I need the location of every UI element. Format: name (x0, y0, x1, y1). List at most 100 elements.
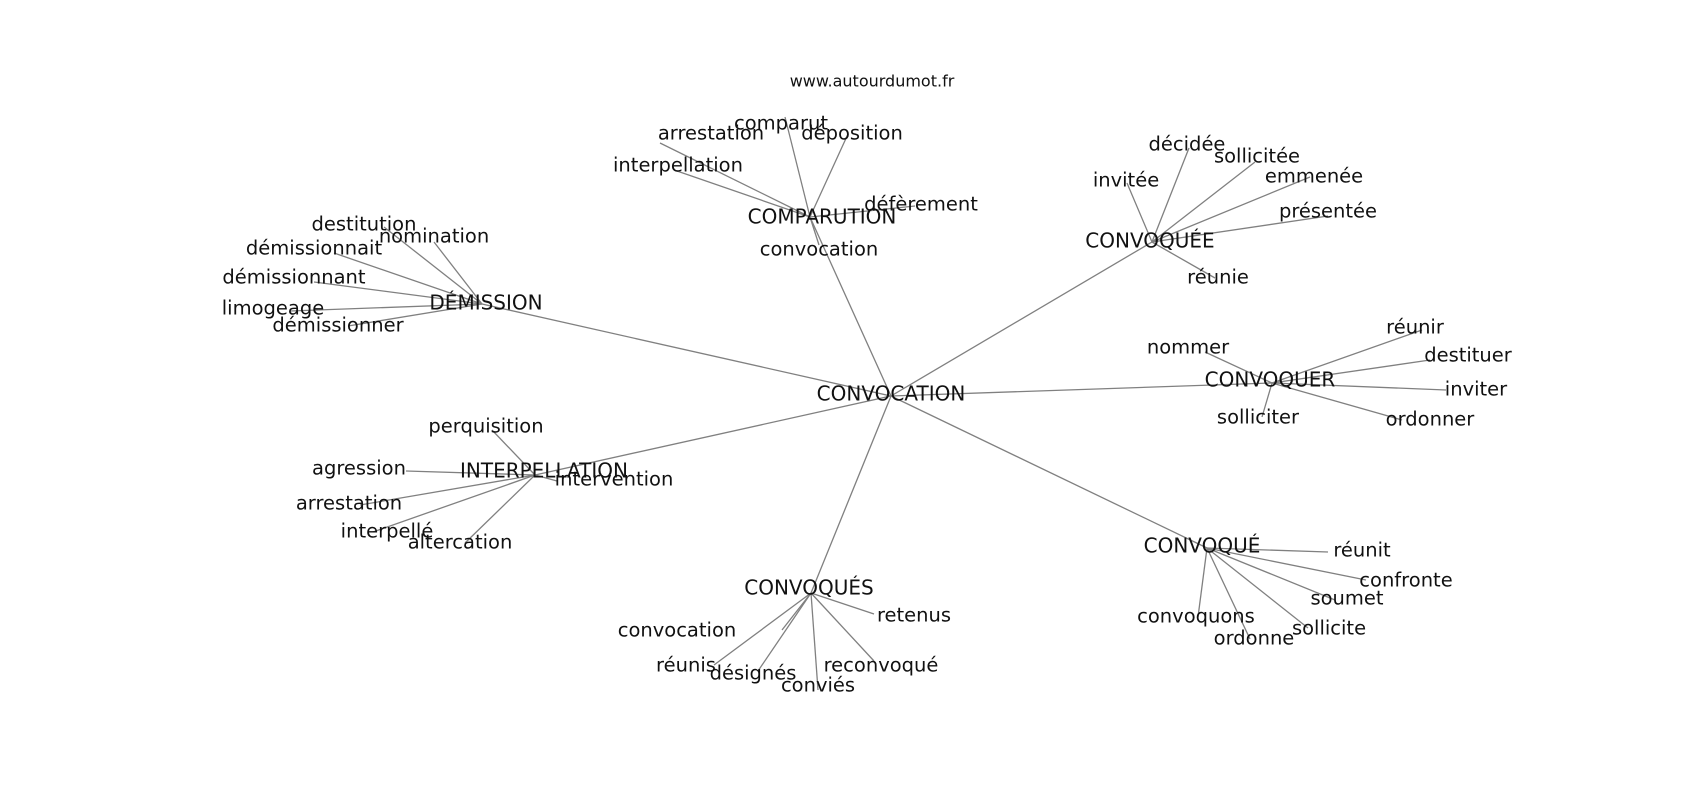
leaf-node-label-retenus: retenus (877, 604, 951, 627)
leaf-node-label-comparut: comparut (734, 112, 828, 135)
leaf-node-label-agression: agression (312, 457, 406, 480)
leaf-node-label-emmenee: emmenée (1265, 165, 1363, 188)
center-node-label: CONVOCATION (817, 382, 966, 406)
leaf-node-label-reunis: réunis (656, 654, 716, 677)
edge-convoquee-presentee (1151, 215, 1329, 243)
leaf-node-label-convoquons: convoquons (1137, 605, 1255, 628)
edge-convoquee-invitee (1126, 182, 1153, 243)
leaf-node-label-soumet: soumet (1310, 587, 1383, 610)
leaf-node-label-ordonner: ordonner (1386, 408, 1476, 431)
graph-edges (289, 116, 1447, 691)
leaf-node-label-nommer: nommer (1147, 336, 1230, 359)
leaf-node-label-solliciter: solliciter (1217, 406, 1300, 429)
edge-demission-destitution (383, 226, 483, 305)
edge-center-convoquer (890, 382, 1273, 397)
leaf-node-label-deposition: déposition (801, 122, 903, 145)
hub-node-label-convoques: CONVOQUÉS (744, 576, 873, 600)
leaf-node-label-limogeage: limogeage (222, 297, 324, 320)
leaf-node-label-invitee: invitée (1093, 169, 1159, 192)
leaf-node-label-decidee: décidée (1149, 133, 1226, 156)
leaf-node-label-intervention: intervention (555, 468, 674, 491)
leaf-node-label-perquisition: perquisition (428, 415, 543, 438)
site-label: www.autourdumot.fr (790, 72, 955, 91)
edge-comparution-deposition (809, 133, 849, 218)
leaf-node-label-reunit: réunit (1333, 539, 1391, 562)
edge-convoques-retenus (810, 592, 875, 615)
edge-center-demission (481, 303, 892, 397)
leaf-node-label-sollicite: sollicite (1292, 617, 1366, 640)
edge-convoquee-reunie (1151, 241, 1216, 279)
edge-comparution-arrestation (659, 142, 811, 218)
hub-node-label-demission: DÉMISSION (429, 291, 542, 315)
edge-convoquee-decidee (1151, 147, 1190, 243)
edge-interpellation-arrestation (359, 474, 536, 506)
edge-demission-demissionnait (333, 252, 483, 305)
leaf-node-label-inviter: inviter (1445, 378, 1508, 401)
leaf-node-label-convocation: convocation (618, 619, 737, 642)
edge-convoque-confronte (1206, 547, 1367, 581)
hub-node-label-convoquee: CONVOQUÉE (1085, 229, 1214, 253)
leaf-node-label-demissionnant: démissionnant (222, 266, 365, 289)
edge-convoquer-solliciter (1261, 382, 1273, 418)
edge-convoques-reconvoque (810, 592, 875, 662)
edge-convoquee-sollicitee (1151, 161, 1256, 243)
leaf-node-label-altercation: altercation (408, 531, 513, 554)
leaf-node-label-nomination: nomination (379, 225, 489, 248)
edge-interpellation-agression (405, 470, 536, 476)
leaf-node-label-deferement: défèrement (864, 193, 978, 216)
edge-demission-demissionner (347, 303, 483, 327)
edge-interpellation-perquisition (491, 429, 536, 476)
edge-convoquee-emmenee (1151, 176, 1311, 243)
edge-convoque-reunit (1206, 547, 1329, 553)
edge-demission-nomination (433, 241, 483, 305)
edge-convoquer-inviter (1271, 382, 1447, 391)
hub-node-label-interpellation: INTERPELLATION (460, 459, 628, 483)
edge-convoque-ordonne (1206, 547, 1251, 640)
edge-comparution-deferement (809, 205, 916, 218)
leaf-node-label-arrestation: arrestation (658, 122, 764, 145)
edge-interpellation-intervention (534, 474, 558, 482)
leaf-node-label-destituer: destituer (1424, 344, 1513, 367)
leaf-node-label-convocation: convocation (760, 238, 879, 261)
hub-node-label-convoque: CONVOQUÉ (1144, 534, 1261, 558)
edge-convoquer-reunir (1271, 329, 1423, 384)
leaf-node-label-arrestation: arrestation (296, 492, 402, 515)
edge-comparution-interpellation (676, 170, 811, 218)
edge-convoque-soumet (1206, 547, 1336, 601)
edge-convoque-convoquons (1197, 547, 1208, 618)
edge-demission-limogeage (289, 303, 483, 312)
leaf-node-label-designes: désignés (710, 662, 797, 685)
edge-comparution-convocation (809, 216, 820, 246)
edge-center-interpellation (534, 395, 892, 476)
leaf-node-label-ordonne: ordonne (1214, 627, 1295, 650)
edge-convoques-reunis (713, 592, 812, 666)
leaf-node-label-reconvoque: reconvoqué (824, 654, 939, 677)
edge-convoques-convies (810, 592, 819, 691)
leaf-node-label-interpelle: interpellé (341, 520, 434, 543)
edge-interpellation-altercation (464, 474, 536, 544)
leaf-node-label-interpellation: interpellation (613, 154, 743, 177)
edge-comparution-comparut (784, 116, 811, 218)
leaf-node-label-reunie: réunie (1187, 266, 1249, 289)
leaf-node-label-confronte: confronte (1359, 569, 1452, 592)
edge-convoquer-ordonner (1271, 382, 1403, 421)
leaf-node-label-destitution: destitution (312, 213, 417, 236)
leaf-node-label-sollicitee: sollicitée (1214, 145, 1300, 168)
leaf-node-label-presentee: présentée (1279, 200, 1377, 223)
leaf-node-label-demissionner: démissionner (272, 314, 404, 337)
edge-convoque-sollicite (1206, 547, 1309, 629)
edge-convoques-designes (757, 592, 812, 672)
graph-labels: CONVOCATIONCOMPARUTIONarrestationcomparu… (222, 112, 1513, 697)
hub-node-label-comparution: COMPARUTION (748, 205, 897, 229)
edge-center-convoques (810, 395, 892, 594)
edge-convoquer-nommer (1204, 351, 1273, 384)
edge-convoquer-destituer (1271, 359, 1431, 384)
hub-node-label-convoquer: CONVOQUER (1205, 368, 1336, 392)
edge-center-convoque (890, 395, 1208, 549)
edge-interpellation-interpelle (372, 474, 536, 533)
leaf-node-label-convies: conviés (781, 674, 855, 697)
edge-demission-demissionnant (313, 281, 483, 305)
leaf-node-label-demissionnait: démissionnait (246, 237, 383, 260)
